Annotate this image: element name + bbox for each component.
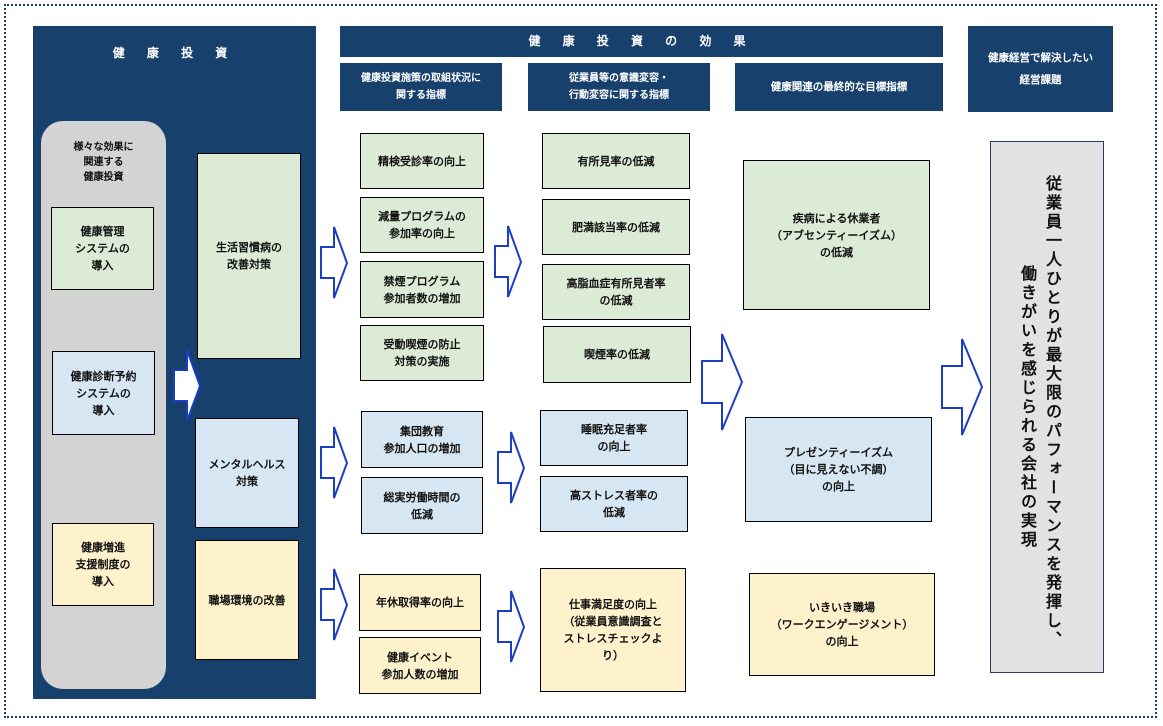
indicator-box: 禁煙プログラム 参加者数の増加 [360, 261, 484, 318]
measure-box-lifestyle-disease: 生活習慣病の 改善対策 [197, 153, 301, 359]
arrow-right-icon [701, 333, 744, 431]
final-target-box-absenteeism: 疾病による休業者 （アブセンティーイズム） の低減 [743, 160, 930, 310]
final-target-box-engagement: いきいき職場 （ワークエンゲージメント） の向上 [749, 573, 935, 676]
behavior-box: 高ストレス者率の 低減 [540, 476, 688, 532]
system-box-health-promotion-support: 健康増進 支援制度の 導入 [52, 523, 154, 606]
indicator-box: 受動喫煙の防止 対策の実施 [360, 325, 484, 381]
final-target-header: 健康関連の最終的な目標指標 [735, 63, 943, 111]
arrow-right-icon [941, 338, 984, 436]
behavior-box: 喫煙率の低減 [543, 326, 691, 383]
health-investment-title: 健 康 投 資 [112, 45, 237, 60]
indicator-box: 総実労働時間の 低減 [361, 477, 483, 534]
arrow-right-icon [173, 349, 202, 422]
arrow-right-icon [320, 226, 349, 299]
arrow-right-icon [320, 568, 349, 641]
arrow-right-icon [701, 333, 744, 431]
arrow-right-icon [173, 349, 202, 422]
arrow-right-icon [320, 426, 349, 499]
measure-box-mental-health: メンタルヘルス 対策 [195, 418, 299, 528]
measure-box-workplace-environment: 職場環境の改善 [195, 540, 299, 660]
arrow-right-icon [494, 225, 523, 298]
initiative-indicator-header: 健康投資施策の取組状況に 関する指標 [340, 63, 502, 111]
indicator-box: 年休取得率の向上 [359, 574, 481, 631]
system-box-health-management: 健康管理 システムの 導入 [51, 207, 154, 290]
arrow-right-icon [320, 568, 349, 641]
management-goal-box [990, 141, 1104, 673]
final-target-box-presenteeism: プレゼンティーイズム （目に見えない不調） の向上 [745, 417, 932, 522]
health-investment-effects-title: 健 康 投 資 の 効 果 [340, 26, 943, 57]
indicator-box: 減量プログラムの 参加率の向上 [360, 197, 484, 253]
behavior-box: 有所見率の低減 [542, 133, 690, 189]
behavior-box: 仕事満足度の向上 （従業員意識調査と ストレスチェックよ り） [540, 568, 686, 692]
arrow-right-icon [494, 225, 523, 298]
behavior-indicator-header: 従業員等の意識変容・ 行動変容に関する指標 [528, 63, 710, 111]
arrow-right-icon [320, 426, 349, 499]
behavior-box: 高脂血症有所見者率 の低減 [542, 264, 690, 320]
management-goal-line2: 働きがいを感じられる会社の実現 [1018, 265, 1037, 550]
indicator-box: 精検受診率の向上 [360, 133, 484, 189]
related-investment-label: 様々な効果に 関連する 健康投資 [73, 142, 134, 183]
arrow-right-icon [497, 431, 526, 504]
indicator-box: 集団教育 参加人口の増加 [361, 411, 483, 468]
system-box-checkup-reservation: 健康診断予約 システムの 導入 [52, 351, 155, 435]
arrow-right-icon [320, 226, 349, 299]
arrow-right-icon [941, 338, 984, 436]
management-issue-header: 健康経営で解決したい 経営課題 [968, 26, 1113, 112]
behavior-box: 睡眠充足者率 の向上 [540, 410, 688, 466]
arrow-right-icon [497, 590, 526, 663]
indicator-box: 健康イベント 参加人数の増加 [359, 637, 481, 694]
management-goal-line1: 従業員一人ひとりが最大限のパフォーマンスを発揮し、 [1043, 175, 1062, 650]
arrow-right-icon [497, 590, 526, 663]
behavior-box: 肥満該当率の低減 [542, 199, 690, 255]
arrow-right-icon [497, 431, 526, 504]
diagram-frame [4, 4, 1157, 718]
